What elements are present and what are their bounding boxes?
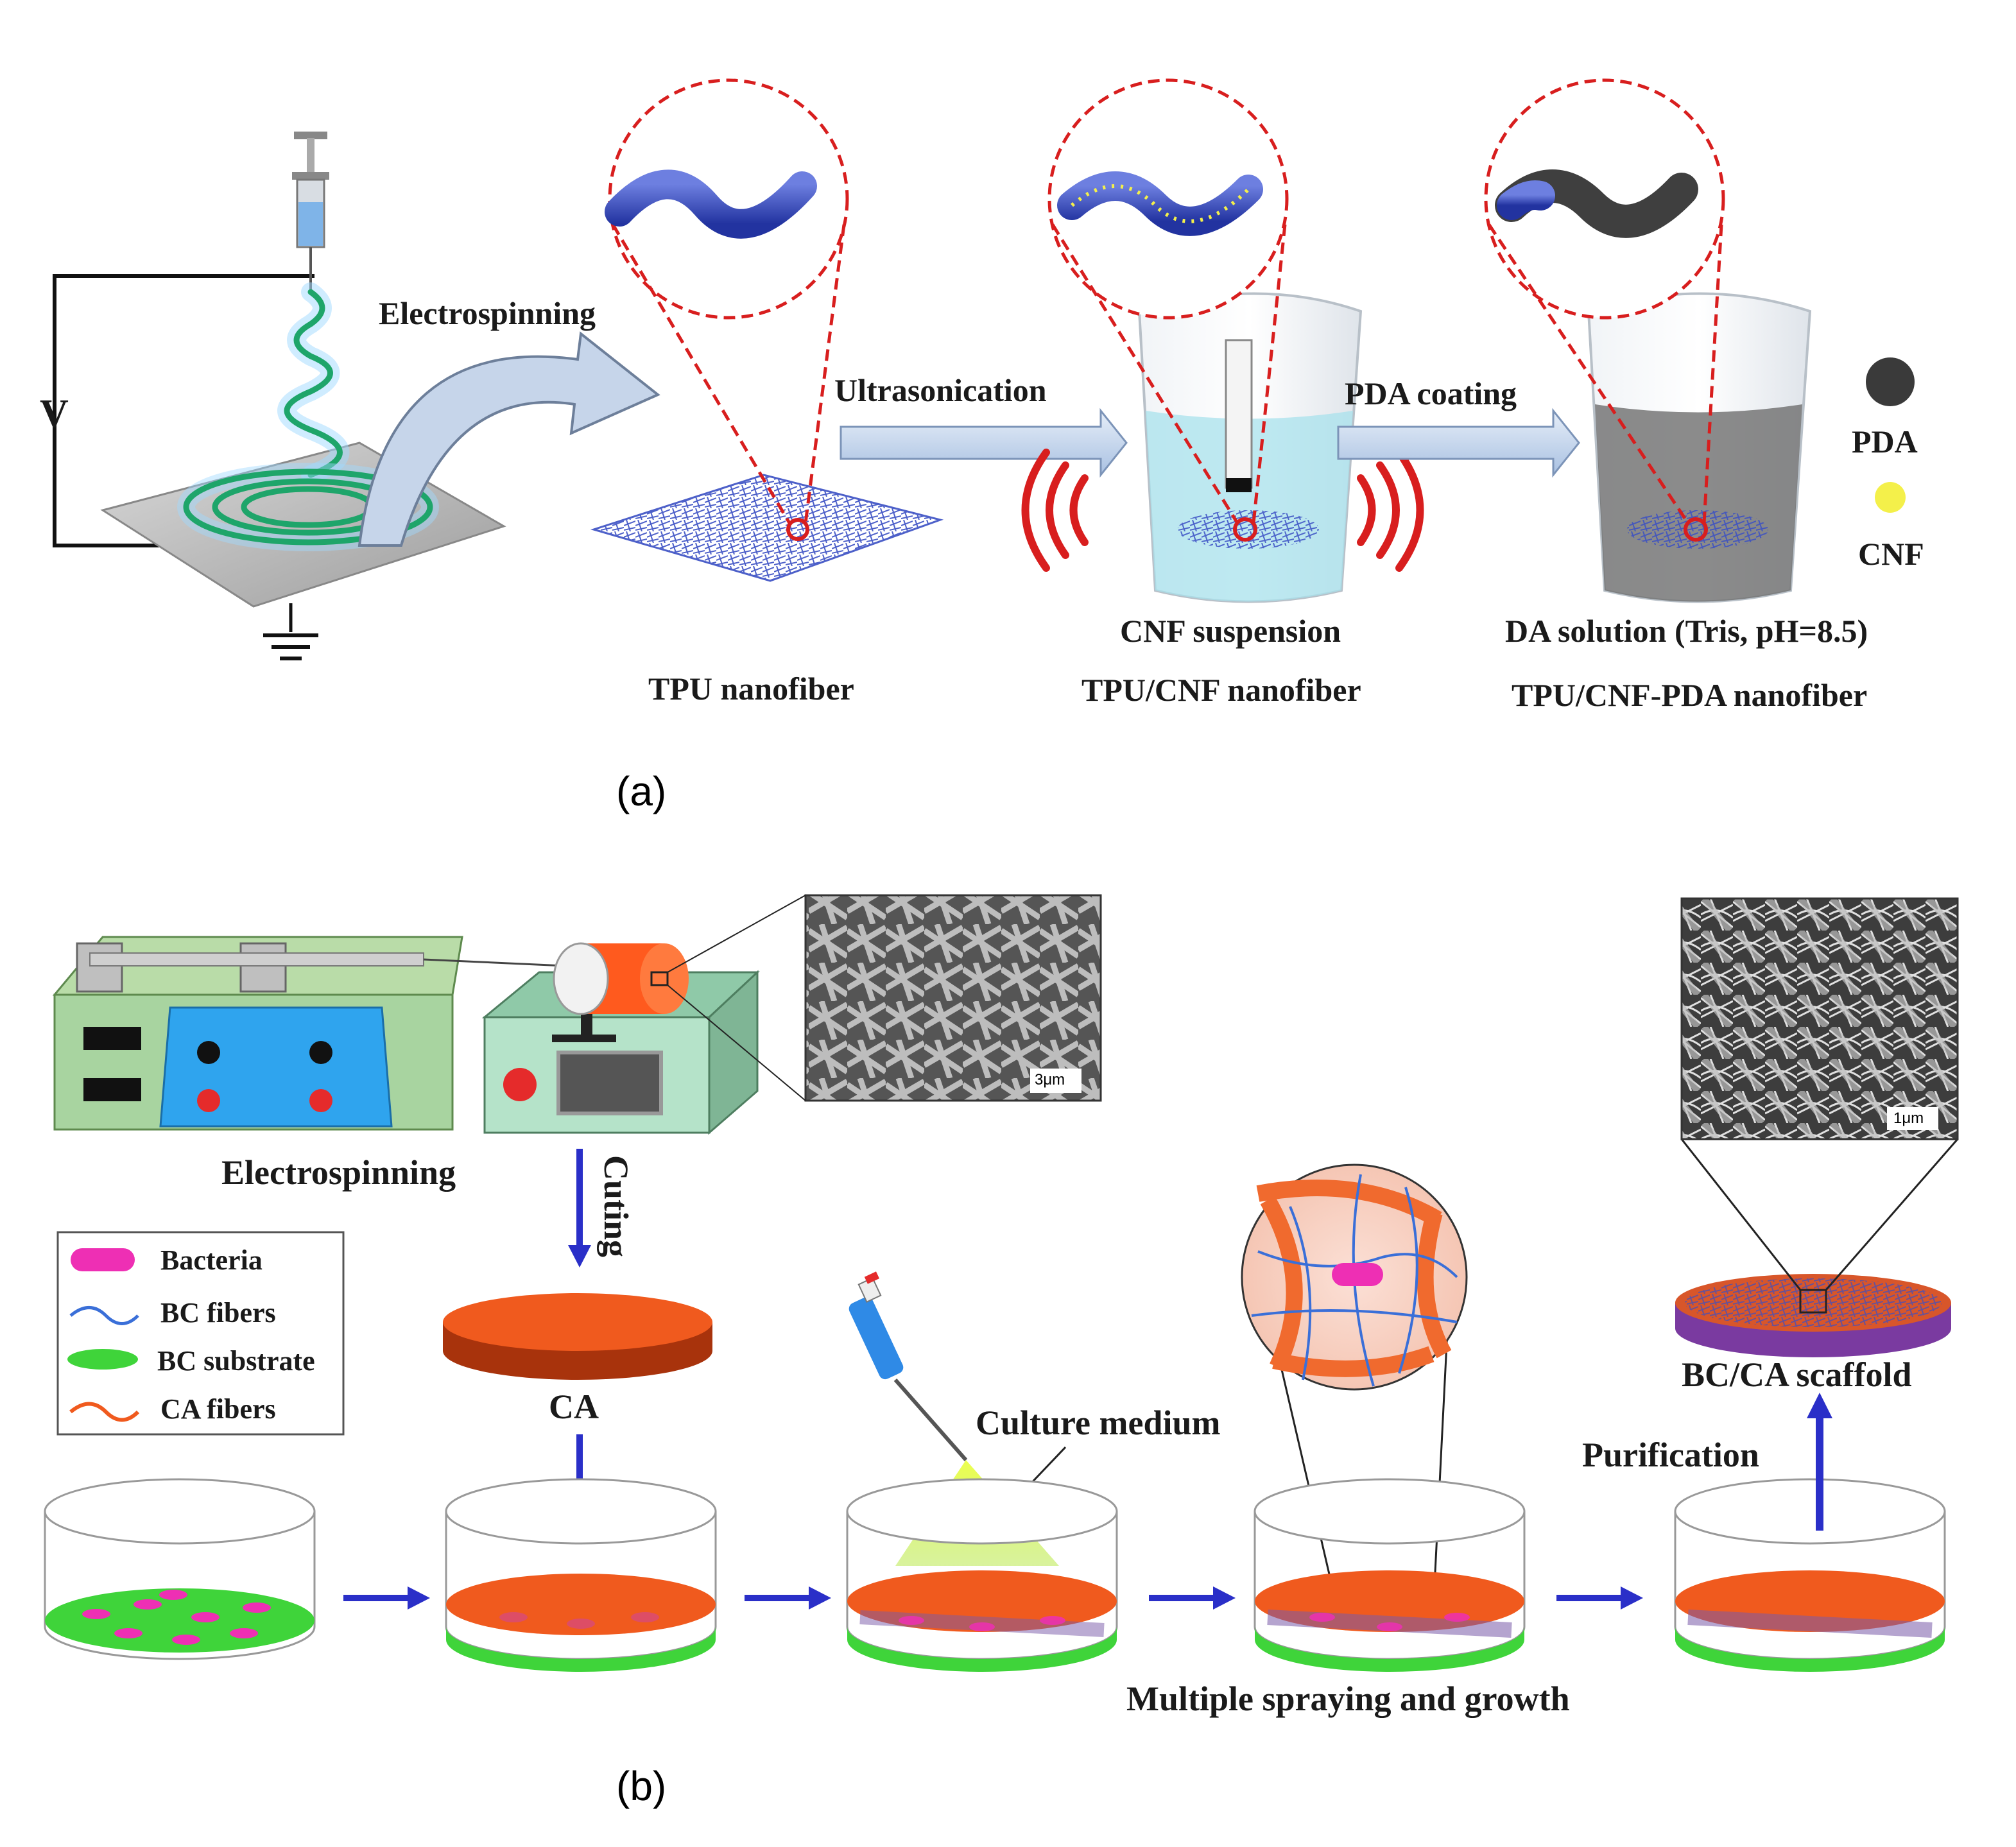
ca-fiber-icon [69,1402,140,1422]
step-pda-coating-label: PDA coating [1345,375,1517,411]
tpu-cnf-nanofiber-label: TPU/CNF nanofiber [1081,672,1361,708]
legend-bc-fibers: BC fibers [160,1297,276,1328]
cuting-label: Cuting [597,1155,635,1257]
da-solution-label: DA solution (Tris, pH=8.5) [1505,613,1868,649]
arrow-flow-2 [745,1586,831,1610]
spinning-jet [177,282,439,551]
zoom-tpu-fiber [605,78,849,524]
bc-fiber-icon [69,1306,139,1325]
rotating-collector-icon [481,942,760,1135]
arrow-flow-3 [1149,1586,1236,1610]
caption-b: (b) [616,1763,666,1809]
legend-panel-b: Bacteria BC fibers BC substrate CA fiber… [56,1231,345,1436]
zoom-tpu-cnf-pda-fiber [1484,78,1725,524]
electrospinning-label: Electrospinning [221,1153,456,1192]
arrow-purification [1807,1393,1832,1531]
dish-4-growth [1254,1478,1526,1672]
legend-bacteria: Bacteria [160,1244,263,1276]
caption-a: (a) [616,768,666,814]
step-ultrasonication-label: Ultrasonication [834,372,1047,408]
curved-transfer-arrow [358,331,660,547]
dish-1-bc-substrate [44,1478,316,1660]
arrow-pda-coating [1337,408,1580,478]
legend-cnf-label: CNF [1858,536,1924,572]
legend-bc-substrate: BC substrate [157,1345,315,1377]
dish-3-sprayed [846,1478,1118,1672]
dish-5-purified [1674,1478,1946,1672]
bc-substrate-icon [67,1349,138,1370]
sem-image-scaffold: 1μm [1680,897,1959,1291]
dish-2-ca-added [445,1478,717,1672]
tpu-nanofiber-mat [590,474,944,582]
culture-medium-label: Culture medium [976,1404,1221,1442]
arrow-ultrasonication [840,408,1128,478]
sem-image-ca-fibers: 3μm [667,894,1102,1102]
tpu-nanofiber-label: TPU nanofiber [648,671,854,707]
zoom-tpu-cnf-fiber [1047,78,1289,524]
bacteria-icon [71,1248,135,1271]
beaker-da-solution [1587,292,1812,603]
arrow-cuting [568,1149,591,1267]
bc-ca-scaffold-icon [1675,1274,1951,1357]
step-electrospinning-label: Electrospinning [379,295,596,331]
scaffold-label: BC/CA scaffold [1682,1355,1912,1394]
tpu-cnf-pda-nanofiber-label: TPU/CNF-PDA nanofiber [1512,677,1867,713]
zoom-bacteria-network [1241,1164,1468,1586]
panel-b: 3μm Electrospinning Cuting CA Bacteria B… [44,894,1959,1809]
arrow-flow-4 [1556,1586,1643,1610]
sem-scale-1: 3μm [1035,1071,1065,1088]
voltage-label: V [40,392,69,436]
ultrasound-wave-right [1357,449,1424,572]
panel-a: V Elect [40,78,1924,814]
cnf-suspension-label: CNF suspension [1120,613,1341,649]
legend-ca-fibers: CA fibers [160,1393,276,1425]
legend-panel-a: PDA CNF [1852,357,1924,572]
ground-icon [263,603,318,660]
syringe-icon [292,132,329,292]
sem-scale-2: 1μm [1893,1110,1924,1127]
pipette-icon [849,1271,968,1461]
multiple-spraying-label: Multiple spraying and growth [1126,1679,1570,1718]
ca-label: CA [549,1387,599,1426]
ca-disk-icon [443,1293,712,1380]
arrow-flow-1 [343,1586,430,1610]
legend-pda-label: PDA [1852,424,1918,460]
purification-label: Purification [1582,1436,1759,1474]
syringe-pump-icon [52,936,565,1131]
pda-particle-icon [1866,357,1915,406]
voltage-circuit: V [40,274,318,660]
cnf-particle-icon [1875,482,1906,513]
ultrasound-wave-left [1021,449,1089,572]
